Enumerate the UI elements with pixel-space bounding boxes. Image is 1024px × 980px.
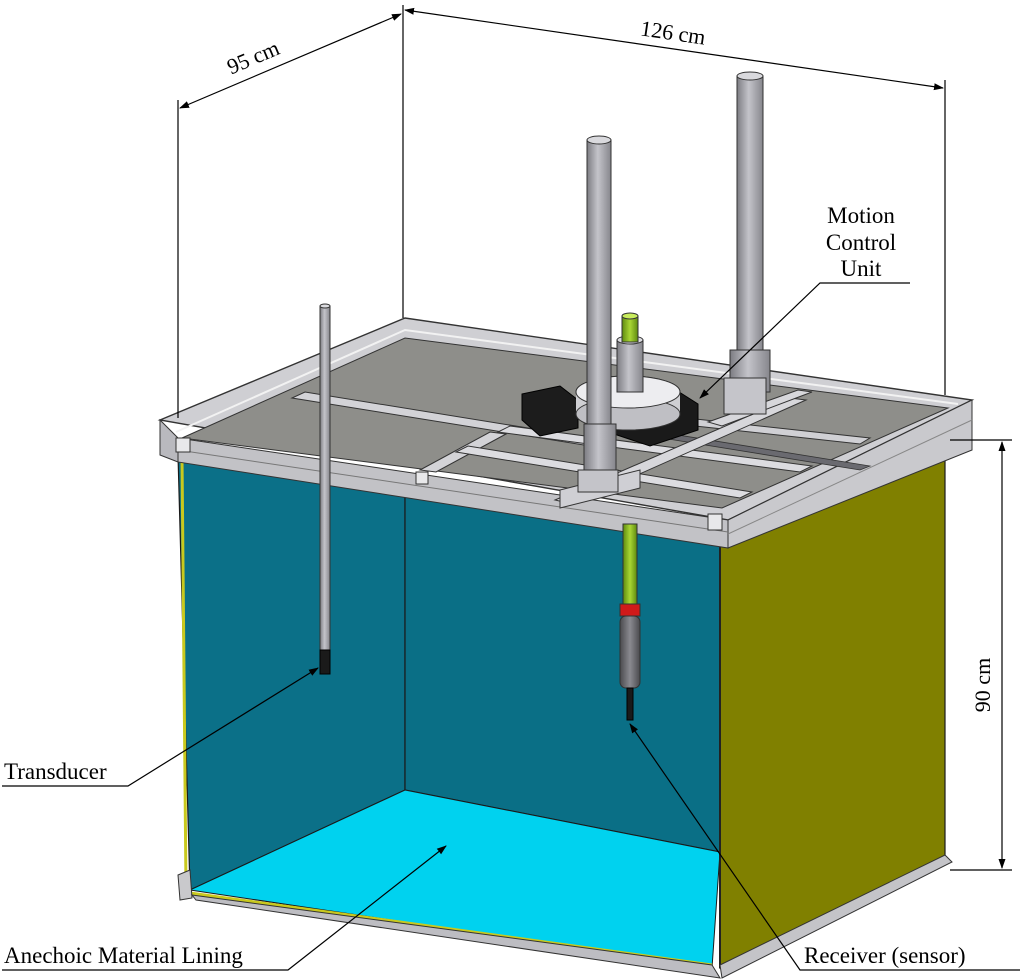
rear-rod-block xyxy=(723,377,767,415)
label-transducer: Transducer xyxy=(4,759,107,784)
dim-depth-label: 95 cm xyxy=(223,35,283,79)
callout-receiver xyxy=(629,723,1020,971)
transducer-head xyxy=(319,649,331,675)
bottom-frame-front xyxy=(190,894,721,979)
corner-notch-right xyxy=(707,513,723,531)
label-motion-control-line2: Control xyxy=(826,230,896,255)
bottom-frame-right xyxy=(719,854,953,979)
rear-rod-cap xyxy=(736,71,764,81)
transducer-rod-cap xyxy=(319,303,331,309)
receiver-green-rod xyxy=(622,523,638,607)
green-shaft-top xyxy=(621,315,639,343)
green-shaft-cap xyxy=(621,312,639,320)
lip-groove xyxy=(177,449,729,533)
callout-motion-control xyxy=(699,282,910,399)
label-motion-control-line1: Motion xyxy=(827,203,895,228)
lining-edge-left xyxy=(180,457,188,889)
dim-height-label: 90 cm xyxy=(970,658,995,712)
right-lip xyxy=(727,399,973,549)
label-anechoic-lining: Anechoic Material Lining xyxy=(4,943,243,968)
corner-notch-left xyxy=(175,437,191,453)
rail-2 xyxy=(496,425,814,473)
lip-groove-right xyxy=(727,419,973,535)
rim-highlight xyxy=(175,328,959,433)
transducer-rod xyxy=(319,305,331,653)
motor-block-left xyxy=(521,385,579,437)
dimension-lines xyxy=(177,5,1012,871)
motion-system xyxy=(319,71,771,721)
front-lip-left xyxy=(159,418,179,463)
corner-notch-mid xyxy=(415,471,429,485)
callout-transducer xyxy=(2,667,319,787)
main-rod-collar xyxy=(583,423,617,477)
bottom-frame-left xyxy=(177,869,193,901)
dim-width-label: 126 cm xyxy=(639,15,707,49)
dim-arrow-depth xyxy=(179,13,402,109)
receiver-red-band xyxy=(619,603,641,617)
rear-support-rod xyxy=(736,75,764,355)
receiver-tip xyxy=(626,687,634,721)
main-rod-cap xyxy=(586,135,612,145)
encoder-shaft xyxy=(616,339,644,393)
receiver-body xyxy=(619,615,641,689)
dim-arrow-width xyxy=(404,7,944,91)
tank xyxy=(177,454,953,979)
label-motion-control-line3: Unit xyxy=(841,256,883,281)
main-rod-base xyxy=(577,469,619,493)
callout-anechoic xyxy=(2,845,447,971)
callouts xyxy=(2,282,1020,971)
main-support-rod xyxy=(586,139,612,431)
label-receiver: Receiver (sensor) xyxy=(804,943,966,968)
